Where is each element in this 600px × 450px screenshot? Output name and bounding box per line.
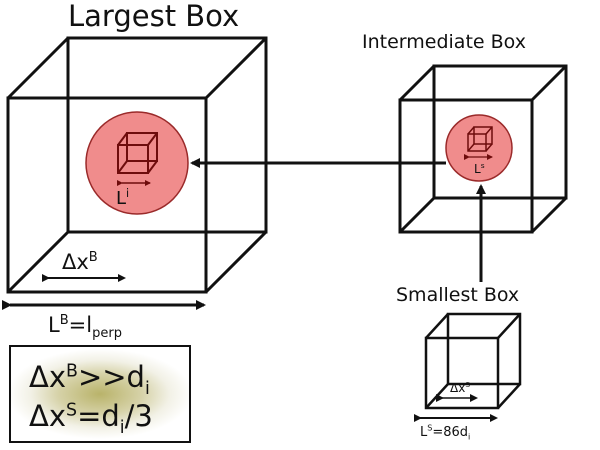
largest-box-inner-cube bbox=[117, 132, 158, 174]
largest-box-cube bbox=[6, 36, 268, 294]
label-dxs: ΔxS bbox=[450, 380, 471, 395]
label-ls: Ls bbox=[474, 161, 485, 176]
label-dxb: ΔxB bbox=[62, 250, 98, 274]
intermediate-box-inner-cube bbox=[467, 126, 493, 152]
condition-line-1: ΔxB>>di bbox=[29, 360, 150, 399]
conditions-box: ΔxB>>di ΔxS=di/3 bbox=[9, 345, 191, 443]
largest-box-particle-circle bbox=[85, 111, 189, 215]
intermediate-box-particle-circle bbox=[445, 114, 513, 182]
condition-line-2: ΔxS=di/3 bbox=[29, 399, 153, 438]
title-largest-box: Largest Box bbox=[68, 0, 240, 33]
label-li: Li bbox=[116, 187, 130, 209]
label-ls-86di: LS=86di bbox=[420, 423, 471, 442]
title-intermediate-box: Intermediate Box bbox=[362, 31, 526, 53]
smallest-box-cube bbox=[424, 312, 522, 410]
title-smallest-box: Smallest Box bbox=[396, 284, 520, 306]
label-lb: LB=lperp bbox=[48, 313, 122, 342]
intermediate-box-cube bbox=[398, 64, 568, 234]
